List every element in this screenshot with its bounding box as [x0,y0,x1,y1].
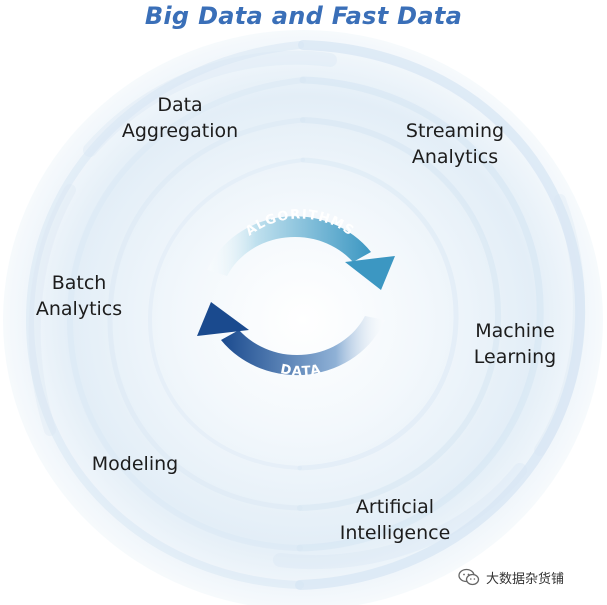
watermark-text: 大数据杂货铺 [486,571,565,587]
watermark: 大数据杂货铺 [458,565,564,589]
label-line: Analytics [411,146,499,168]
data-arrow [197,302,385,376]
label-line: Machine [475,320,555,342]
label-modeling: Modeling [70,451,200,477]
label-line: Artificial [355,496,435,518]
algorithms-arrow [207,216,395,290]
label-line: Aggregation [121,120,239,142]
label-machine-learning: Machine Learning [450,318,580,370]
label-line: Streaming [405,120,505,142]
label-streaming-analytics: Streaming Analytics [380,118,530,170]
data-text: DATA [279,362,322,380]
label-line: Batch [51,272,107,294]
data-arrow-label: DATA [279,362,323,380]
page-title: Big Data and Fast Data [144,2,463,30]
wechat-icon [458,568,480,586]
label-line: Analytics [35,298,123,320]
label-line: Intelligence [339,522,451,544]
label-line: Data [157,94,203,116]
label-artificial-intelligence: Artificial Intelligence [310,494,480,546]
label-batch-analytics: Batch Analytics [14,270,144,322]
label-data-aggregation: Data Aggregation [100,92,260,144]
label-line: Learning [473,346,557,368]
label-line: Modeling [91,453,179,475]
cycle-arrows: ALGORITHMS DATA [197,207,395,380]
